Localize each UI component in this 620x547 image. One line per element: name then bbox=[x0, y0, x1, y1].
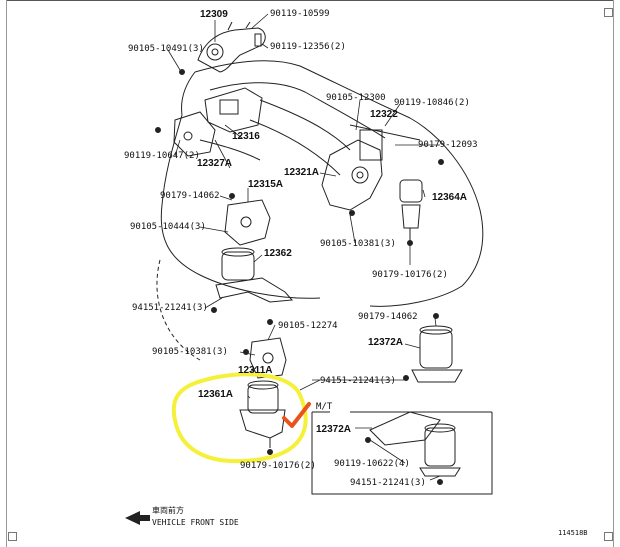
label-94151-21241-b: 94151-21241(3) bbox=[320, 376, 396, 386]
label-90119-10622: 90119-10622(4) bbox=[334, 459, 410, 469]
label-90179-12093: 90179-12093 bbox=[418, 140, 478, 150]
label-90105-10381-a: 90105-10381(3) bbox=[320, 239, 396, 249]
label-12372A-upper: 12372A bbox=[368, 337, 404, 348]
highlight-circle bbox=[171, 372, 308, 464]
label-90119-10846: 90119-10846(2) bbox=[394, 98, 470, 108]
figure-code: 114518B bbox=[558, 529, 588, 537]
label-90179-14062-b: 90179-14062 bbox=[358, 312, 418, 322]
label-12321A: 12321A bbox=[284, 167, 320, 178]
label-12362: 12362 bbox=[264, 248, 292, 259]
leader-lines bbox=[167, 13, 441, 481]
label-12372A-detail: 12372A bbox=[316, 424, 352, 435]
legend-en: VEHICLE FRONT SIDE bbox=[152, 518, 239, 527]
mount-12364A bbox=[399, 179, 423, 240]
engine-frame-outline bbox=[160, 60, 484, 307]
mount-12361A bbox=[239, 380, 286, 448]
label-90105-10444: 90105-10444(3) bbox=[130, 222, 206, 232]
label-94151-21241-a: 94151-21241(3) bbox=[132, 303, 208, 313]
bracket-12309 bbox=[197, 21, 266, 73]
vehicle-front-arrow-icon bbox=[125, 511, 150, 525]
label-12309: 12309 bbox=[200, 9, 228, 20]
bracket-12327A bbox=[173, 111, 216, 157]
frame-right-edge bbox=[613, 0, 614, 547]
corner-mark-top-right bbox=[604, 8, 613, 17]
mount-12372A-upper bbox=[411, 325, 463, 383]
corner-mark-bottom-right bbox=[604, 532, 613, 541]
corner-mark-bottom-left bbox=[8, 532, 17, 541]
engine-frame-inner bbox=[199, 82, 386, 161]
bracket-12316 bbox=[204, 87, 263, 133]
label-90119-10647: 90119-10647(2) bbox=[124, 151, 200, 161]
label-90179-10176-a: 90179-10176(2) bbox=[372, 270, 448, 280]
label-12311A: 12311A bbox=[238, 365, 273, 376]
label-90105-12274: 90105-12274 bbox=[278, 321, 338, 331]
frame-left-edge bbox=[6, 0, 7, 547]
label-12315A: 12315A bbox=[248, 179, 284, 190]
bracket-12321A bbox=[321, 124, 421, 211]
label-90119-12356: 90119-12356(2) bbox=[270, 42, 346, 52]
label-12364A: 12364A bbox=[432, 192, 468, 203]
bracket-12311A bbox=[249, 337, 287, 379]
bracket-12315A bbox=[224, 199, 271, 246]
vehicle-front-boundary bbox=[156, 259, 201, 361]
label-12327A: 12327A bbox=[197, 158, 233, 169]
label-90119-10599: 90119-10599 bbox=[270, 9, 330, 19]
frame-top-edge bbox=[6, 0, 614, 1]
label-12316: 12316 bbox=[232, 131, 260, 142]
mount-12362 bbox=[215, 247, 294, 303]
label-90105-10381-b: 90105-10381(3) bbox=[152, 347, 228, 357]
label-90179-10176-b: 90179-10176(2) bbox=[240, 461, 316, 471]
bolt-glyphs bbox=[155, 69, 444, 485]
label-90105-12300: 90105-12300 bbox=[326, 93, 386, 103]
label-90179-14062-a: 90179-14062 bbox=[160, 191, 220, 201]
label-90105-10491: 90105-10491(3) bbox=[128, 44, 204, 54]
label-mt: M/T bbox=[316, 402, 333, 412]
legend-jp: 車両前方 bbox=[152, 506, 184, 515]
label-94151-21241-c: 94151-21241(3) bbox=[350, 478, 426, 488]
check-mark bbox=[282, 402, 311, 428]
label-12361A: 12361A bbox=[198, 389, 234, 400]
label-12322: 12322 bbox=[370, 109, 398, 120]
mt-detail-box bbox=[311, 411, 493, 495]
